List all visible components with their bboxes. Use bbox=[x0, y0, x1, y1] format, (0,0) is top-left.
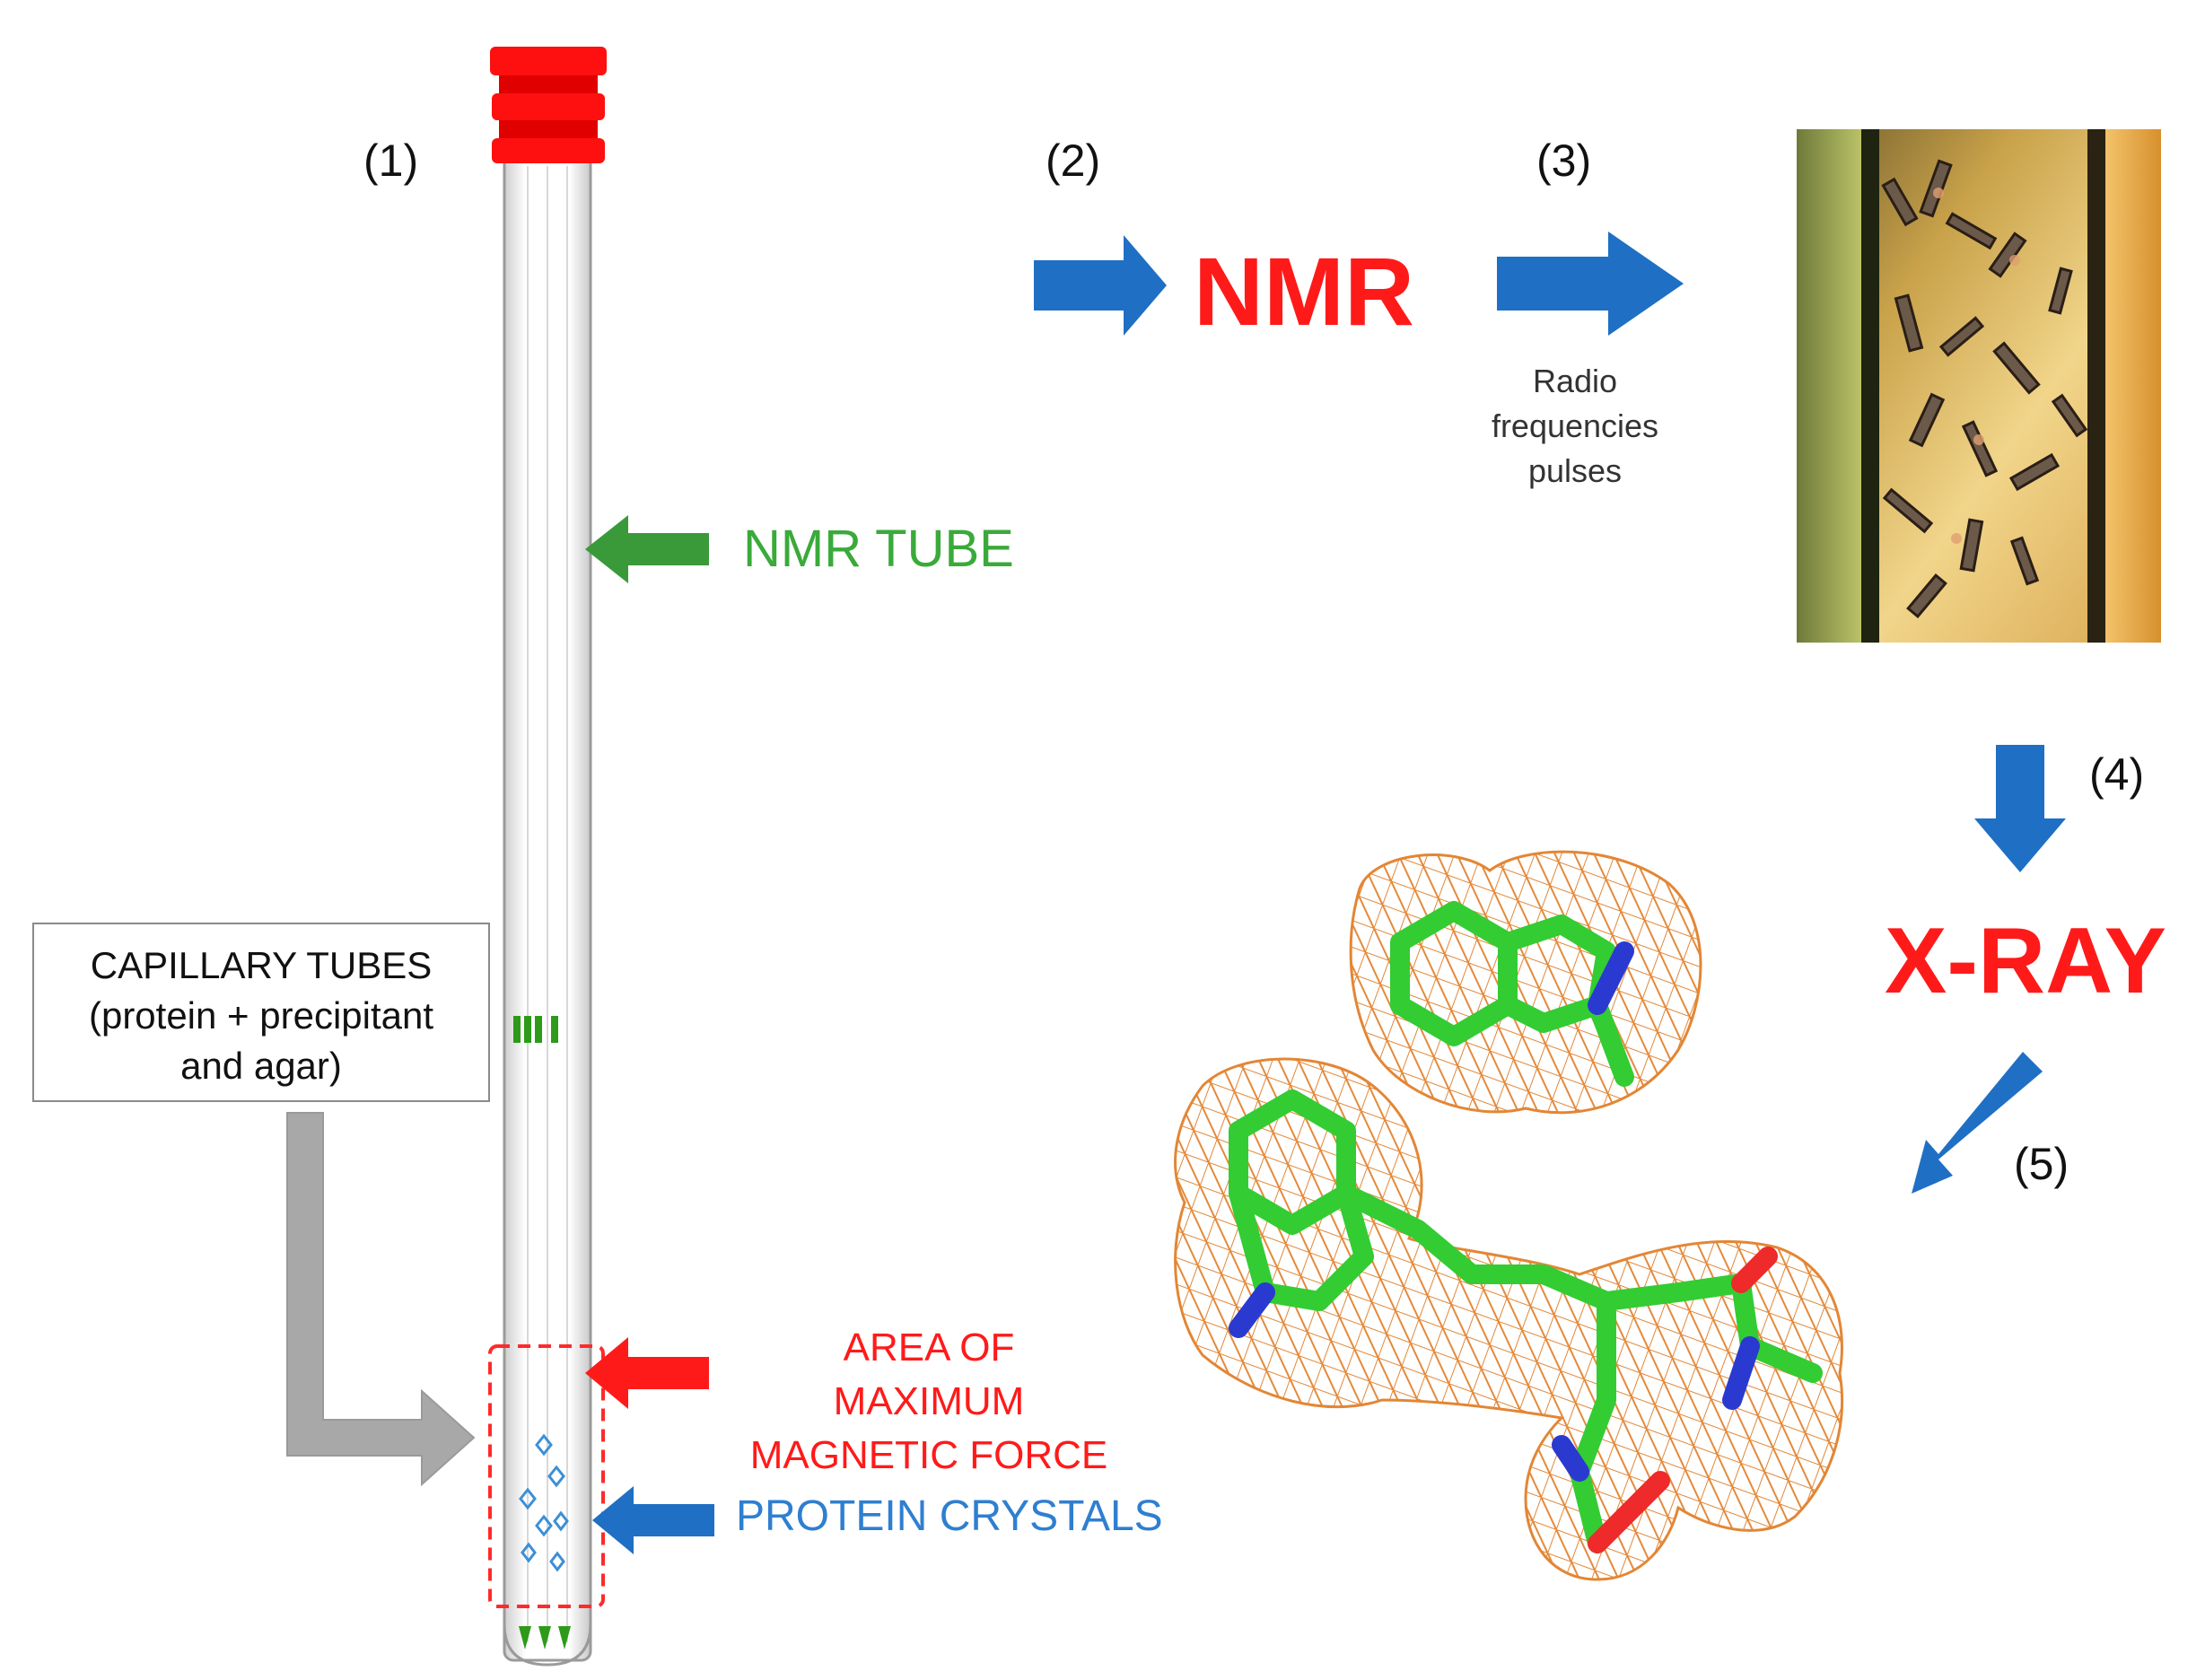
nmr-title: NMR bbox=[1194, 237, 1414, 346]
nmr-tube-arrow bbox=[585, 515, 709, 583]
step-1-label: (1) bbox=[363, 136, 419, 186]
tube-cap-icon bbox=[490, 47, 607, 163]
max-force-label-line1: AREA OF MAXIMUM bbox=[833, 1326, 1025, 1423]
electron-density-map-icon bbox=[1174, 850, 1843, 1581]
nmr-tube-icon bbox=[488, 47, 607, 1667]
radio-line-3: pulses bbox=[1527, 452, 1623, 489]
nmr-tube-label: NMR TUBE bbox=[743, 520, 1014, 578]
capillary-line-2: (protein + precipitant bbox=[88, 994, 434, 1037]
max-force-label-line2: MAGNETIC FORCE bbox=[749, 1433, 1108, 1477]
protein-crystals-icon bbox=[519, 1433, 569, 1572]
step-4-label: (4) bbox=[2089, 749, 2145, 800]
step5-arrow bbox=[1912, 1052, 2043, 1194]
capillary-line-3: and agar) bbox=[180, 1045, 342, 1087]
max-force-label: AREA OF MAXIMUM MAGNETIC FORCE bbox=[745, 1321, 1113, 1483]
protein-crystals-label: PROTEIN CRYSTALS bbox=[736, 1492, 1163, 1540]
step-3-label: (3) bbox=[1536, 136, 1592, 186]
radio-line-2: frequencies bbox=[1491, 407, 1659, 444]
max-force-area bbox=[488, 1344, 605, 1608]
step-2-label: (2) bbox=[1046, 136, 1101, 186]
max-force-arrow bbox=[585, 1337, 709, 1409]
crystal-photo-icon bbox=[1797, 129, 2161, 643]
step4-arrow bbox=[1974, 745, 2066, 872]
capillary-line-1: CAPILLARY TUBES bbox=[90, 944, 433, 986]
radio-frequencies-label: Radio frequencies pulses bbox=[1463, 359, 1687, 494]
capillary-tubes-box: CAPILLARY TUBES (protein + precipitant a… bbox=[32, 923, 490, 1102]
step2-arrow bbox=[1034, 235, 1167, 336]
step-5-label: (5) bbox=[2014, 1139, 2069, 1189]
protein-crystals-arrow bbox=[592, 1486, 714, 1554]
step3-arrow bbox=[1497, 232, 1684, 336]
radio-line-1: Radio bbox=[1532, 363, 1618, 399]
xray-title: X-RAY bbox=[1885, 909, 2167, 1013]
capillary-arrow bbox=[286, 1112, 476, 1487]
